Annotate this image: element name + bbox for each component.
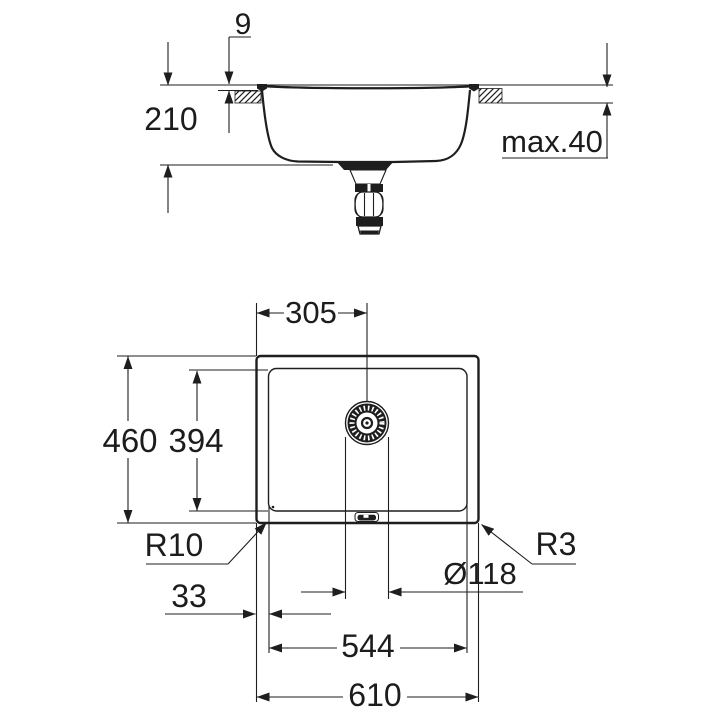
dim394-label: 394 <box>168 422 223 459</box>
rim-end-right <box>469 84 479 92</box>
r10-leader-arrow <box>227 522 267 565</box>
dimension-bowl-depth: 210 <box>144 42 333 213</box>
drain-flange <box>336 161 394 170</box>
side-elevation-view: 9 210 max.40 <box>144 8 613 235</box>
drain-strainer-slots <box>349 405 385 441</box>
dim210-label: 210 <box>144 101 197 137</box>
dimension-max-counter-thickness: max.40 <box>501 43 612 159</box>
drain-trap-body <box>354 191 384 218</box>
dimension-outer-width: 610 <box>256 677 479 713</box>
counter-hatch-right <box>478 88 503 104</box>
callout-outer-radius: R3 <box>481 524 577 565</box>
sink-rim-top-line <box>258 84 478 90</box>
counter-hatch-left <box>234 90 262 104</box>
dim460-label: 460 <box>102 422 157 459</box>
dimmax40-label: max.40 <box>501 124 603 159</box>
dim610-label: 610 <box>348 677 401 713</box>
dim33-label: 33 <box>171 578 207 614</box>
callout-inner-radius: R10 <box>145 522 267 565</box>
drain-trap-right-arc <box>377 191 384 218</box>
extension-lines <box>117 303 480 702</box>
drain-center-dot <box>365 421 369 425</box>
dim305-label: 305 <box>285 295 337 330</box>
dimension-drain-diameter: Ø118 <box>301 556 523 597</box>
r3-leader-arrow <box>481 524 533 565</box>
r10-label: R10 <box>145 527 204 563</box>
dimension-bowl-inner-width: 544 <box>269 628 467 664</box>
rim-end-left <box>257 84 267 92</box>
dim118-label: Ø118 <box>443 556 517 591</box>
dimension-rim-thickness: 9 <box>224 8 252 133</box>
overflow-notch <box>363 514 369 518</box>
dim9-label: 9 <box>235 8 252 41</box>
bowl-outline <box>260 89 472 164</box>
dimension-bowl-inner-depth: 394 <box>168 370 224 511</box>
sink-cross-section <box>257 84 479 235</box>
r3-label: R3 <box>536 526 577 562</box>
drain-trap-left-arc <box>354 191 361 218</box>
dim544-label: 544 <box>341 628 394 664</box>
drain-assembly <box>336 161 394 235</box>
drain-plan <box>344 400 390 446</box>
dimension-rim-offset: 33 <box>165 578 331 619</box>
overflow-slot <box>354 512 379 522</box>
drain-collar-slit <box>367 184 371 192</box>
inner-corner-mark <box>271 505 275 509</box>
drain-cap-base <box>360 230 379 235</box>
drain-collar-bottom <box>356 217 383 226</box>
drain-neck <box>349 169 387 185</box>
dimension-drain-offset: 305 <box>256 295 367 330</box>
dimension-outer-depth: 460 <box>102 356 158 523</box>
plan-view: 305 460 394 R10 R3 Ø <box>102 295 576 713</box>
